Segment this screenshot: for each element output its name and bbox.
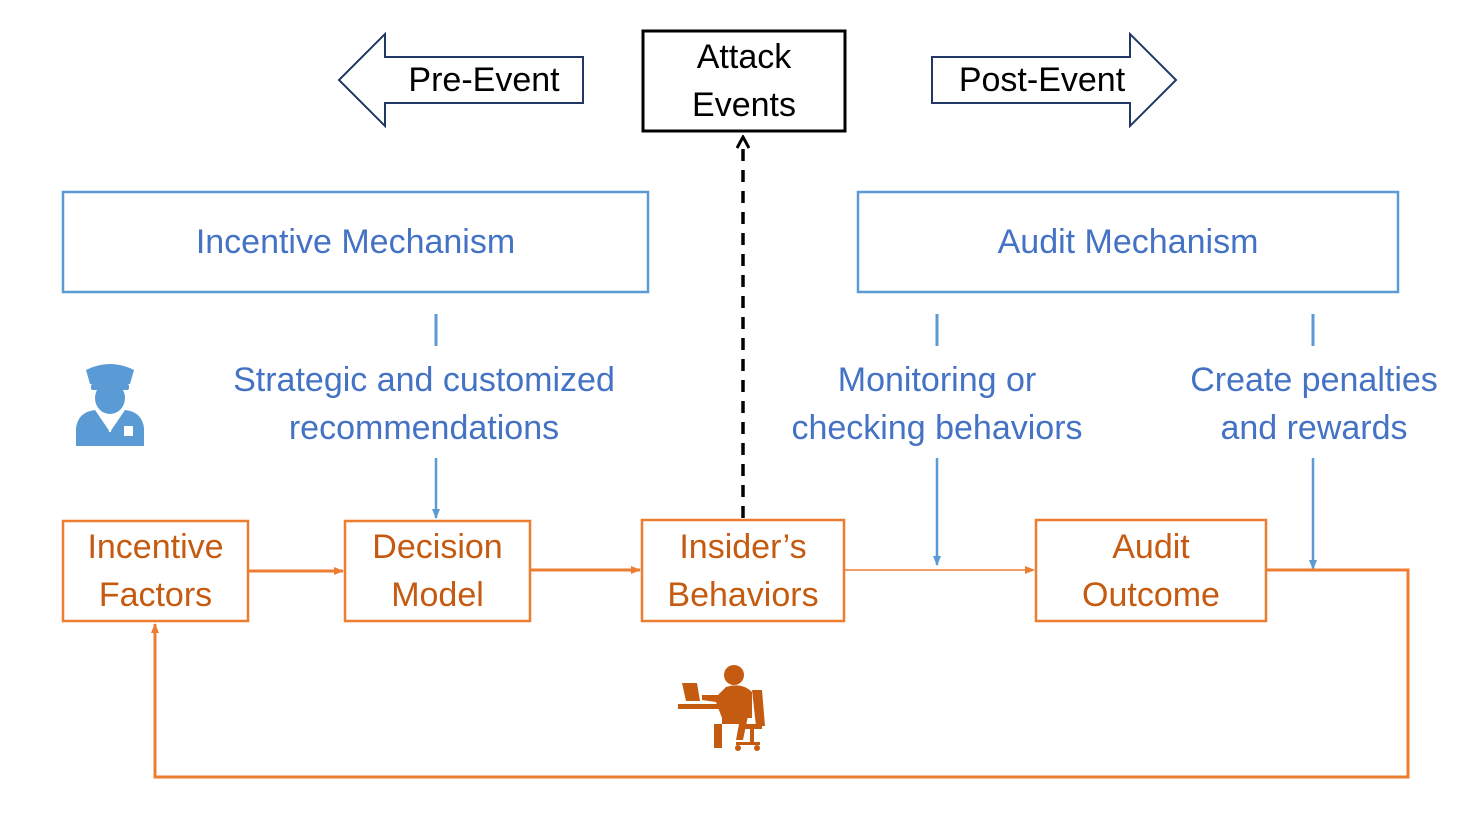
police-officer-icon xyxy=(76,364,144,446)
audit-mechanism-box xyxy=(856,190,1400,294)
incentive-mechanism-label: Incentive Mechanism xyxy=(195,223,516,261)
decision-model-label: Decision Model xyxy=(372,528,503,614)
attack-events-label: Attack Events xyxy=(692,38,796,124)
post-event-arrow-shape xyxy=(931,31,1178,129)
person-at-computer-icon xyxy=(678,665,765,751)
decision-model-box xyxy=(343,519,532,623)
audit-outcome-label: Audit Outcome xyxy=(1082,527,1220,614)
feedback-loop-arrow xyxy=(151,568,1410,779)
attack-events-box xyxy=(641,29,847,133)
insider-behaviors-label: Insider’s Behaviors xyxy=(667,527,819,614)
audit-outcome-box xyxy=(1034,518,1268,623)
pre-event-label: Pre-Event xyxy=(408,61,560,99)
recommendations-label: Strategic and customized recommendations xyxy=(233,361,615,447)
insider-behaviors-box xyxy=(640,518,846,623)
pre-event-arrow-shape xyxy=(337,31,584,129)
incentive-mechanism-box xyxy=(61,190,650,294)
monitoring-label: Monitoring or checking behaviors xyxy=(791,361,1083,447)
audit-mechanism-label: Audit Mechanism xyxy=(997,223,1259,261)
penalties-label: Create penalties and rewards xyxy=(1190,361,1438,447)
post-event-label: Post-Event xyxy=(958,61,1126,99)
incentive-factors-label: Incentive Factors xyxy=(87,528,224,614)
